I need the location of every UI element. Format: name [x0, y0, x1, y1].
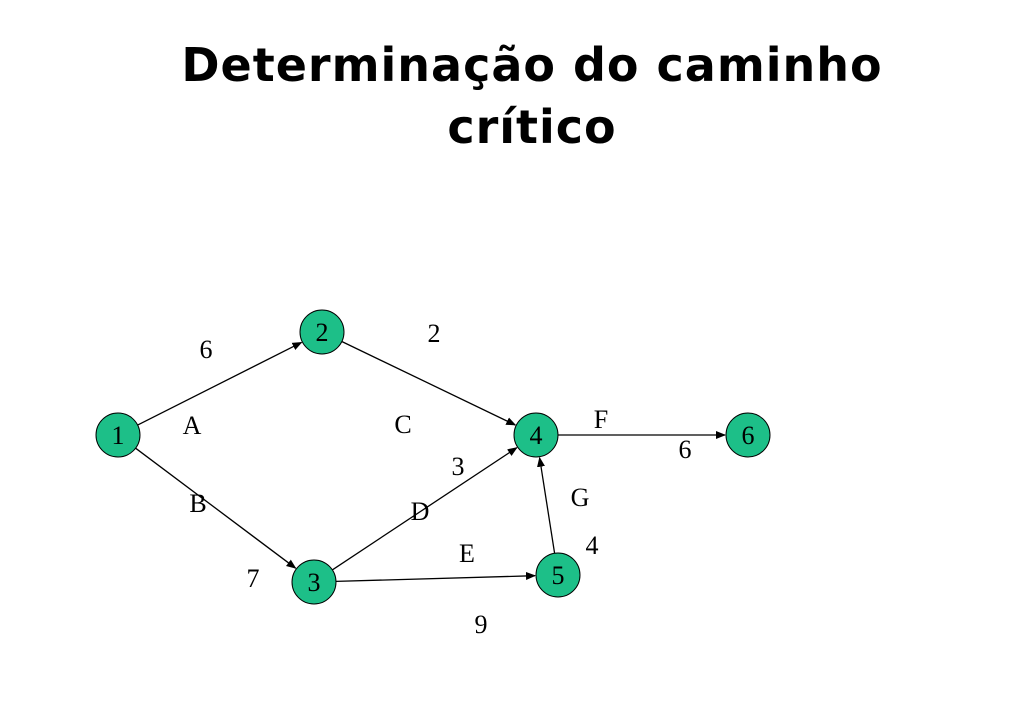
activity-label-d: D — [411, 497, 430, 526]
title-line-2: crítico — [447, 100, 617, 154]
node-circle-6 — [725, 412, 771, 458]
duration-label-f: 6 — [679, 435, 692, 464]
edge-1-3 — [135, 447, 297, 569]
node-1: 1 — [95, 412, 141, 458]
node-circle-4 — [513, 412, 559, 458]
node-label-4: 4 — [530, 421, 543, 450]
edge-2-4 — [341, 340, 517, 426]
node-circle-1 — [95, 412, 141, 458]
node-2: 2 — [299, 309, 345, 355]
edge-1-2 — [137, 341, 303, 426]
node-circle-3 — [291, 559, 337, 605]
node-6: 6 — [725, 412, 771, 458]
activity-label-f: F — [594, 405, 608, 434]
edge-3-4 — [331, 447, 518, 571]
duration-label-g: 4 — [586, 531, 599, 560]
edges-layer — [135, 340, 726, 583]
page-title: Determinação do caminho crítico — [0, 34, 1024, 158]
node-label-3: 3 — [308, 568, 321, 597]
node-4: 4 — [513, 412, 559, 458]
title-line-1: Determinação do caminho — [181, 38, 883, 92]
node-label-5: 5 — [552, 561, 565, 590]
duration-label-d: 3 — [452, 452, 465, 481]
node-circle-5 — [535, 552, 581, 598]
node-circle-2 — [299, 309, 345, 355]
activity-label-c: C — [394, 410, 411, 439]
edge-5-4 — [537, 456, 556, 554]
node-3: 3 — [291, 559, 337, 605]
edge-3-5 — [335, 571, 536, 583]
duration-label-c: 2 — [428, 319, 441, 348]
activity-label-b: B — [189, 489, 206, 518]
activity-label-e: E — [459, 539, 475, 568]
node-5: 5 — [535, 552, 581, 598]
duration-label-a: 6 — [200, 335, 213, 364]
duration-label-b: 7 — [247, 564, 260, 593]
activity-label-g: G — [571, 483, 590, 512]
node-label-1: 1 — [112, 421, 125, 450]
activity-label-a: A — [183, 411, 202, 440]
duration-label-e: 9 — [475, 610, 488, 639]
node-label-2: 2 — [316, 318, 329, 347]
node-label-6: 6 — [742, 421, 755, 450]
